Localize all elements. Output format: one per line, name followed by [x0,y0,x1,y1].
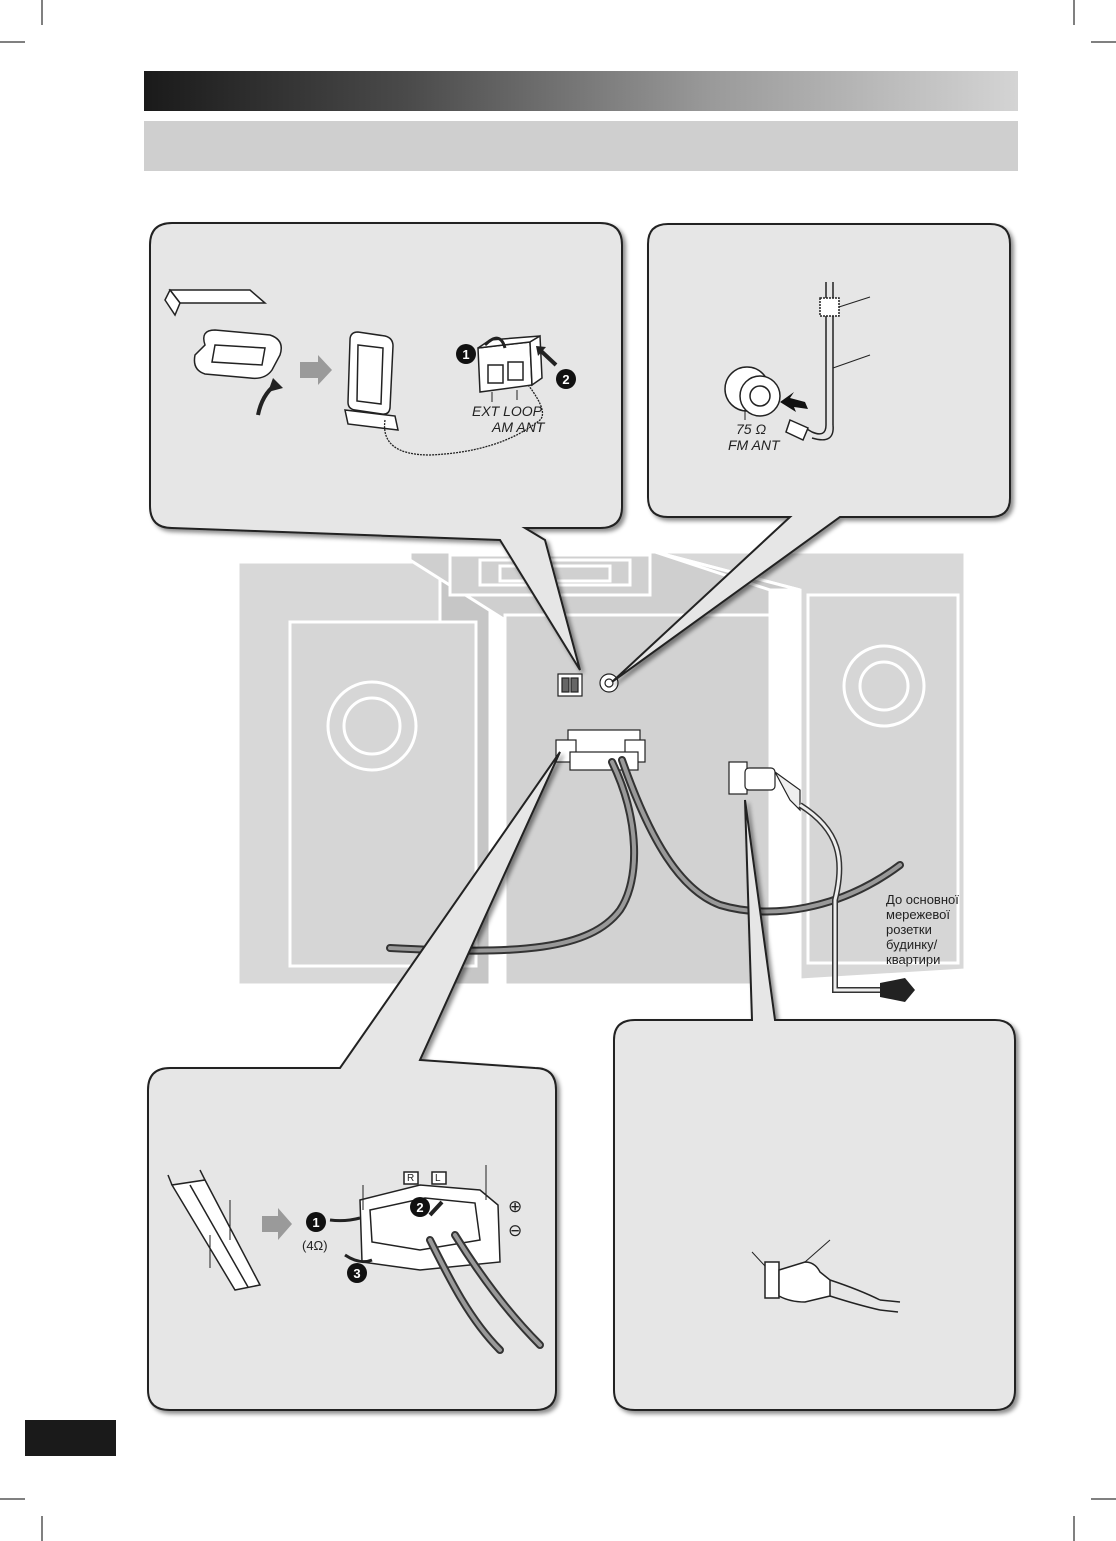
mains-line-2: мережевої [886,907,951,922]
insert-arrow-icon [538,348,558,367]
fm-socket [724,366,781,417]
am-ant-label: AM ANT [492,419,545,435]
mains-line-1: До основної [886,892,959,907]
am-loop-antenna-assembly [164,288,282,380]
ac-power-cord [798,802,880,993]
press-arrow-icon [483,336,507,349]
speaker-step-1-badge: 1 [312,1215,319,1230]
fm-ant-label: FM ANT [728,437,780,453]
mains-arrow [880,978,915,1002]
unit-ac-inlet [728,761,801,812]
unit-fm-terminal [599,673,619,693]
speaker-impedance-label: (4Ω) [302,1238,328,1253]
fm-impedance-label: 75 Ω [736,421,767,437]
ext-loop-label: EXT LOOP [472,403,543,419]
mains-outlet-label: До основної мережевої розетки будинку/ к… [886,892,976,967]
speaker-cables-detail [426,1231,544,1354]
ac-callout [613,799,1016,1411]
unit-am-terminal [557,673,583,697]
close-arrow-icon [344,1253,373,1264]
am-terminal-block [477,334,543,393]
fm-insert-arrow-icon [780,392,808,412]
ac-plug-detail [764,1261,901,1313]
speaker-right-label: R [407,1173,415,1184]
mains-line-5: квартири [886,952,941,967]
am-loop-antenna-standing [344,331,399,431]
insert-wire-arrow-icon [428,1200,444,1217]
open-arrow-icon [329,1216,361,1223]
speaker-step-3-badge: 3 [353,1266,360,1281]
page-number-tab [25,1420,116,1456]
speaker-step-2-badge: 2 [416,1200,423,1215]
subheader-bar [144,121,1018,171]
am-step-1-badge: 1 [462,347,469,362]
speaker-minus-label: ⊖ [508,1221,523,1240]
fm-antenna-callout [611,223,1011,683]
speaker-plus-label: ⊕ [508,1197,523,1216]
mains-line-4: будинку/ [886,937,938,952]
speaker-wire-end [167,1169,262,1291]
fm-wire-leader [832,354,871,369]
mains-line-3: розетки [886,922,932,937]
fm-tape-leader [838,296,871,308]
speaker-cables [386,756,904,955]
am-step-2-badge: 2 [562,372,569,387]
speaker-step-arrow-icon [262,1208,292,1240]
step-arrow-icon [300,355,332,385]
header-bar [144,71,1018,111]
antenna-lead-wire [383,374,544,456]
speaker-left-label: L [435,1173,441,1184]
